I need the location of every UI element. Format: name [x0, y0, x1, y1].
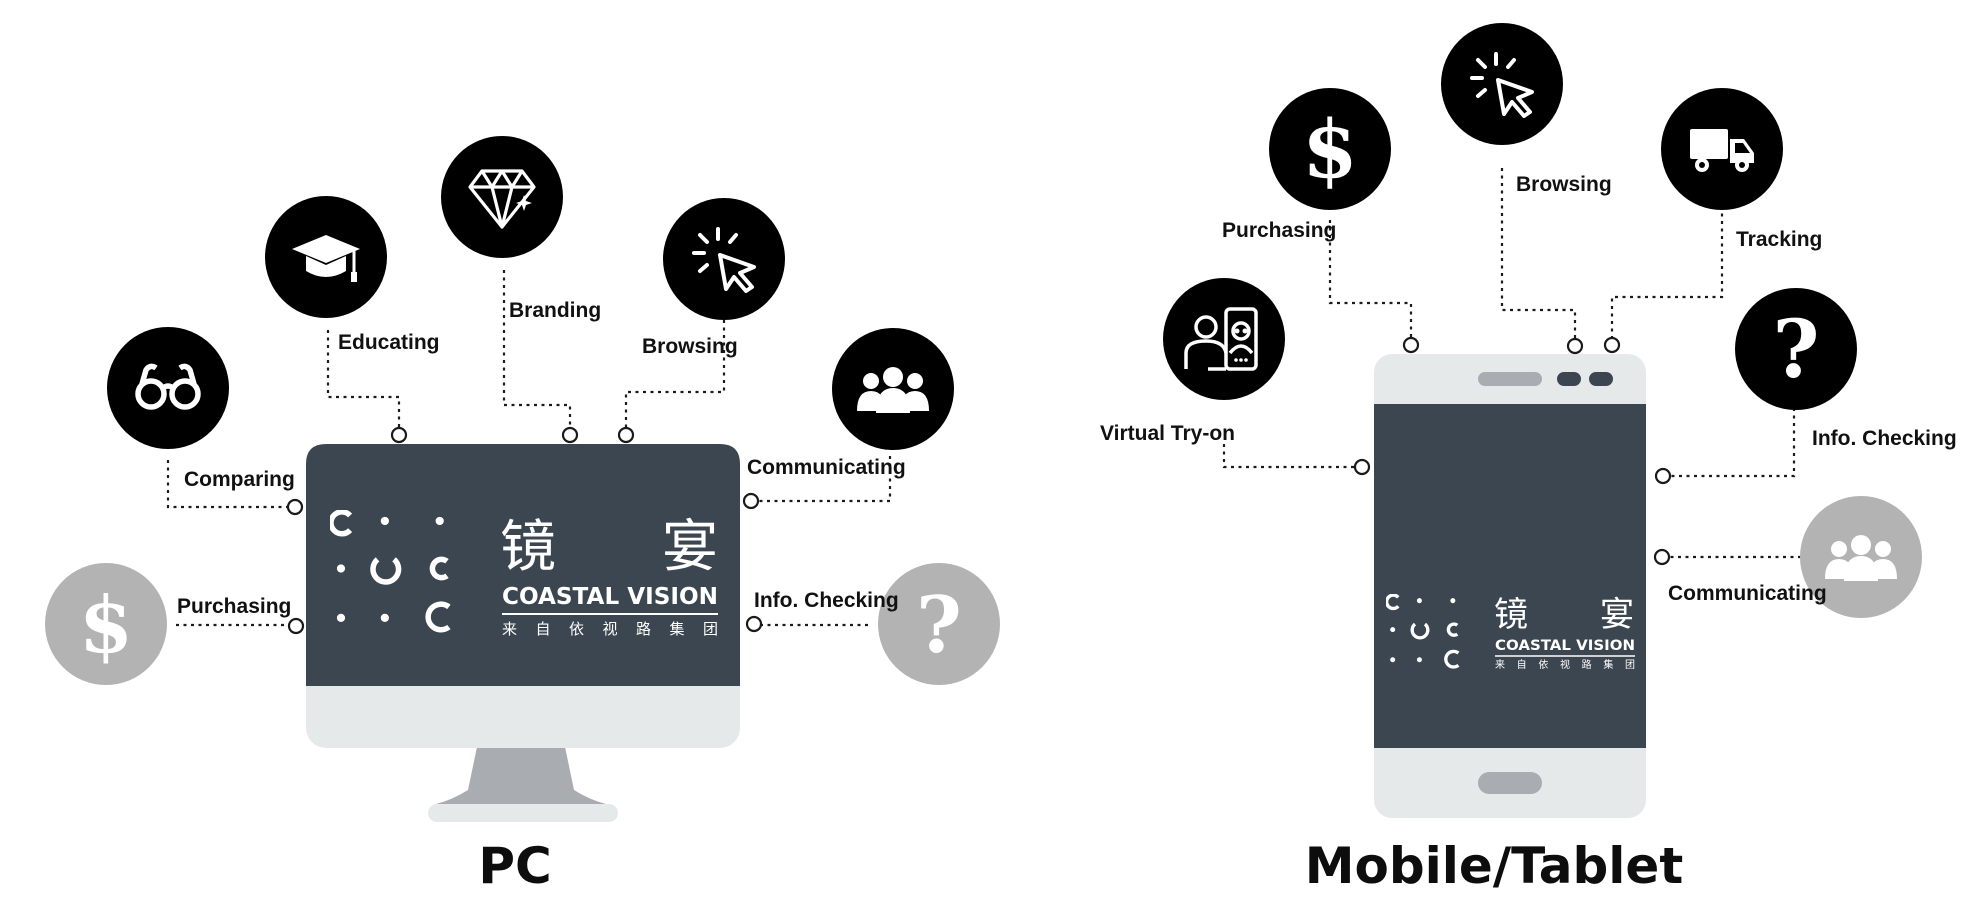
- pc-device: 镜 宴 COASTAL VISION 来 自 依 视 路 集 团: [306, 444, 740, 822]
- phone-camera: [1557, 372, 1581, 386]
- pc-feature-educating: Educating: [265, 196, 440, 354]
- mobile-connectors: [1222, 168, 1801, 566]
- info-checking-label: Info. Checking: [754, 589, 899, 612]
- mobile-feature-virtual-try-on: Virtual Try-on: [1100, 278, 1285, 445]
- phone-sensor: [1589, 372, 1613, 386]
- pc-feature-browsing: Browsing: [642, 198, 785, 358]
- virtual-try-on-label: Virtual Try-on: [1100, 422, 1235, 445]
- brand-name-en: COASTAL VISION: [1495, 638, 1635, 654]
- phone-speaker: [1478, 372, 1542, 386]
- dollar-icon: $: [79, 580, 133, 671]
- monitor-base: [428, 804, 618, 822]
- question-icon: ?: [1773, 302, 1820, 396]
- pc-feature-purchasing: $ Purchasing: [45, 563, 291, 685]
- purchasing-circle: [1269, 88, 1391, 210]
- browsing-label: Browsing: [642, 335, 738, 358]
- pc-feature-branding: Branding: [441, 136, 601, 322]
- monitor-stand: [436, 742, 606, 804]
- info-checking-circle: [878, 563, 1000, 685]
- browsing-circle: [663, 198, 785, 320]
- pc-feature-communicating: Communicating: [747, 328, 954, 479]
- question-icon: ?: [916, 580, 962, 671]
- phone-home-button: [1478, 772, 1542, 794]
- mobile-caption: Mobile/Tablet: [1305, 837, 1684, 895]
- pc-connectors: [166, 270, 892, 635]
- communicating-label: Communicating: [747, 456, 906, 479]
- pc-feature-comparing: Comparing: [107, 327, 295, 491]
- brand-name-en: COASTAL VISION: [502, 584, 718, 610]
- monitor-screen: [306, 444, 740, 686]
- mobile-feature-info-checking: ? Info. Checking: [1735, 288, 1957, 450]
- purchasing-circle: [45, 563, 167, 685]
- educating-label: Educating: [338, 331, 440, 354]
- info-checking-circle: [1735, 288, 1857, 410]
- mobile-feature-browsing: Browsing: [1441, 23, 1612, 196]
- browsing-circle: [1441, 23, 1563, 145]
- tracking-label: Tracking: [1736, 228, 1822, 251]
- mobile-feature-tracking: Tracking: [1661, 88, 1822, 251]
- communicating-label: Communicating: [1668, 582, 1827, 605]
- mobile-device: 镜 宴 COASTAL VISION 来 自 依 视 路 集 团: [1374, 354, 1646, 818]
- virtual-try-on-circle: [1163, 278, 1285, 400]
- browsing-label: Browsing: [1516, 173, 1612, 196]
- brand-name-cn: 镜 宴: [1494, 595, 1634, 635]
- purchasing-label: Purchasing: [177, 595, 291, 618]
- purchasing-label: Purchasing: [1222, 219, 1336, 242]
- phone-screen: [1374, 404, 1646, 748]
- info-checking-label: Info. Checking: [1812, 427, 1957, 450]
- branding-circle: [441, 136, 563, 258]
- mobile-feature-purchasing: $ Purchasing: [1222, 88, 1391, 242]
- branding-label: Branding: [509, 299, 601, 322]
- brand-name-cn: 镜 宴: [500, 515, 718, 580]
- dollar-icon: $: [1302, 102, 1358, 196]
- mobile-feature-communicating: Communicating: [1668, 496, 1922, 618]
- comparing-label: Comparing: [184, 468, 295, 491]
- pc-caption: PC: [478, 837, 551, 895]
- pc-feature-info-checking: ? Info. Checking: [754, 563, 1000, 685]
